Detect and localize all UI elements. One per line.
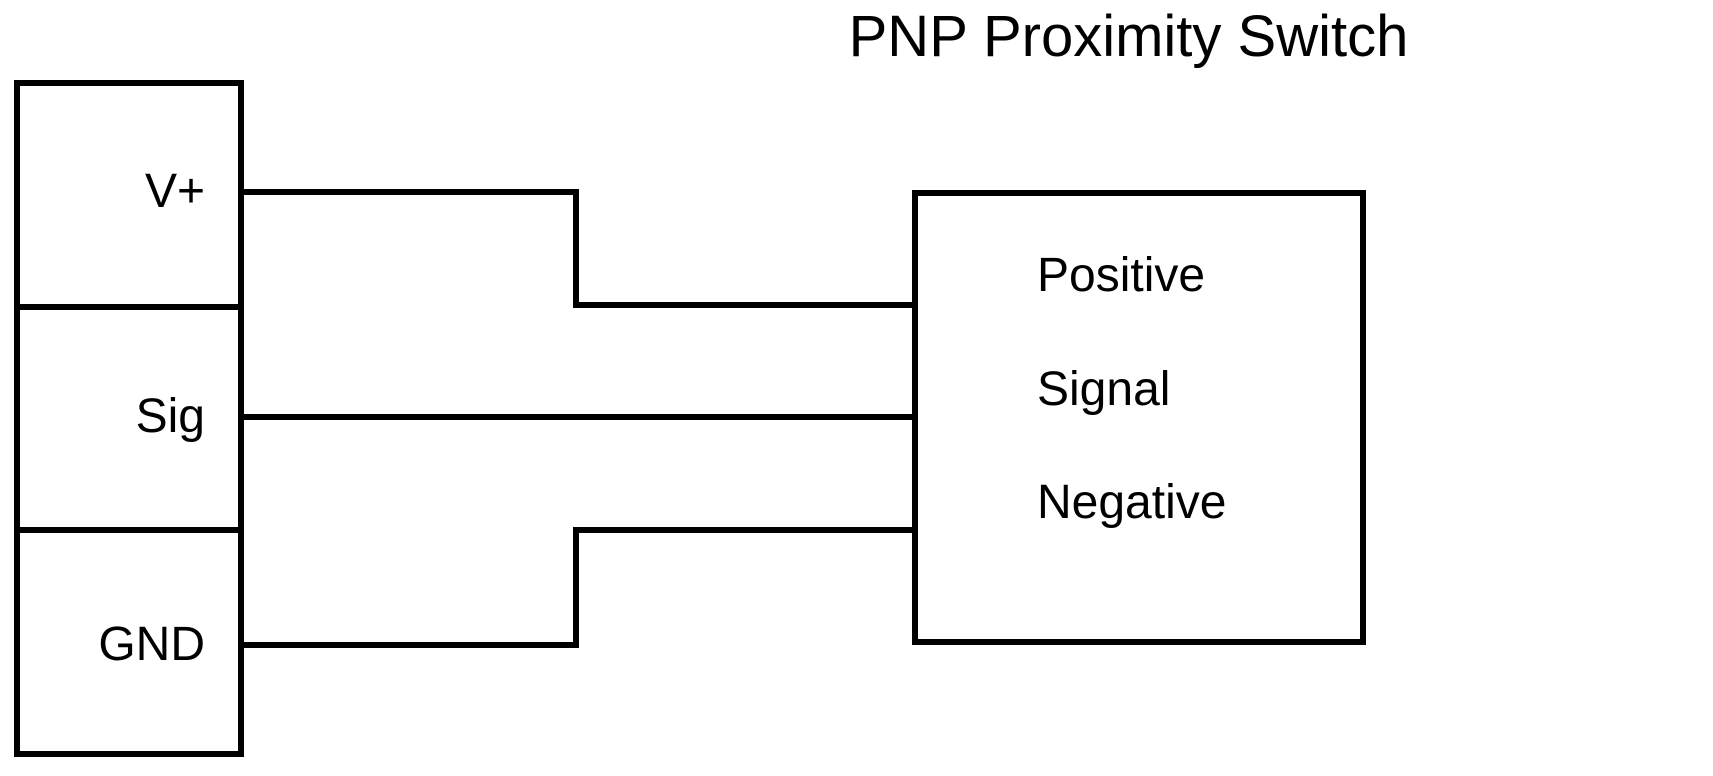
terminal-label-sig: Sig: [135, 390, 205, 443]
diagram-title: PNP Proximity Switch: [0, 2, 1713, 72]
terminal-label-gnd: GND: [98, 618, 205, 671]
proximity-switch-body: [912, 190, 1366, 645]
sensor-label-negative: Negative: [1037, 476, 1227, 529]
sensor-label-positive: Positive: [1037, 249, 1206, 302]
terminal-block: [14, 80, 244, 757]
sensor-label-signal: Signal: [1037, 363, 1171, 416]
sensor-outline: [912, 190, 1366, 645]
wire-gnd-to-negative: [244, 527, 915, 648]
wire-vplus-to-positive: [244, 189, 915, 308]
diagram-title-text: PNP Proximity Switch: [848, 4, 1409, 69]
terminal-block-outline: [14, 80, 244, 757]
terminal-label-vplus: V+: [144, 165, 205, 218]
